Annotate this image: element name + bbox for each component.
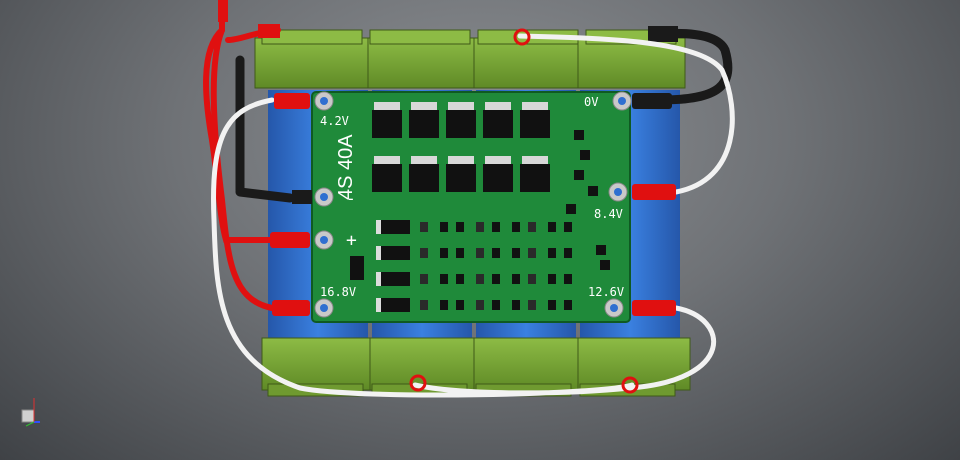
mosfet: [446, 164, 476, 192]
smd-part: [564, 274, 572, 284]
terminal-b-plus: [272, 298, 334, 318]
smd-part: [492, 274, 500, 284]
smd-part: [440, 300, 448, 310]
smd-part: [548, 248, 556, 258]
smd-part: [492, 300, 500, 310]
right-terminals: [604, 91, 676, 318]
smd-part: [548, 222, 556, 232]
smd-part: [588, 186, 598, 196]
terminal-b2: [270, 230, 334, 250]
terminal-b1: [292, 187, 334, 207]
label-0v: 0V: [584, 95, 598, 109]
terminal-0v: [612, 91, 672, 111]
left-terminals: [270, 91, 334, 318]
smd-part: [596, 245, 606, 255]
smd-part: [476, 222, 484, 232]
label-plus: +: [346, 230, 357, 251]
bms-board[interactable]: 4S 40A 4.2V 0V 8.4V 12.6V 16.8V - +: [270, 91, 676, 323]
smd-part: [456, 274, 464, 284]
smd-part: [512, 300, 520, 310]
smd-part: [440, 248, 448, 258]
smd-part: [548, 274, 556, 284]
white-wire: [211, 33, 735, 398]
smd-part: [420, 222, 428, 232]
smd-part: [528, 300, 536, 310]
smd-part: [600, 260, 610, 270]
smd-part: [564, 300, 572, 310]
smd-part: [440, 274, 448, 284]
mosfet-array: [372, 102, 550, 192]
smd-part: [492, 248, 500, 258]
xyz-axis-icon: [21, 398, 40, 427]
smd-part: [476, 300, 484, 310]
terminal-8v4: [608, 182, 676, 202]
diode-column: [376, 220, 410, 312]
label-minus: -: [346, 189, 356, 208]
smd-part: [512, 274, 520, 284]
smd-part: [528, 274, 536, 284]
label-12v6: 12.6V: [588, 285, 624, 299]
smd-part: [492, 222, 500, 232]
smd-part: [564, 222, 572, 232]
mosfet: [520, 164, 550, 192]
smd-part: [574, 130, 584, 140]
smd-part: [440, 222, 448, 232]
smd-part: [574, 170, 584, 180]
label-16v8: 16.8V: [320, 285, 356, 299]
smd-part: [476, 248, 484, 258]
mosfet: [483, 164, 513, 192]
smd-part: [456, 300, 464, 310]
board-title: 4S 40A: [335, 134, 357, 200]
terminal-12v6: [604, 298, 676, 318]
smd-part: [512, 248, 520, 258]
smd-part: [456, 248, 464, 258]
top-cell-holder: [254, 29, 686, 89]
smd-part: [476, 274, 484, 284]
smd-part: [512, 222, 520, 232]
black-wire: [235, 28, 733, 195]
mosfet: [409, 110, 439, 138]
smd-part: [456, 222, 464, 232]
smd-part: [420, 274, 428, 284]
terminal-b-minus: [274, 91, 334, 111]
label-8v4: 8.4V: [594, 207, 623, 221]
label-4v2: 4.2V: [320, 114, 349, 128]
mosfet: [520, 110, 550, 138]
smd-diode: [350, 256, 364, 280]
smd-part: [528, 248, 536, 258]
mosfet: [409, 164, 439, 192]
smd-part: [564, 248, 572, 258]
mosfet: [483, 110, 513, 138]
mosfet: [372, 110, 402, 138]
smd-part: [420, 248, 428, 258]
smd-components: [420, 130, 610, 310]
smd-part: [528, 222, 536, 232]
smd-part: [548, 300, 556, 310]
mosfet: [372, 164, 402, 192]
smd-part: [580, 150, 590, 160]
mosfet: [446, 110, 476, 138]
smd-part: [566, 204, 576, 214]
smd-part: [420, 300, 428, 310]
